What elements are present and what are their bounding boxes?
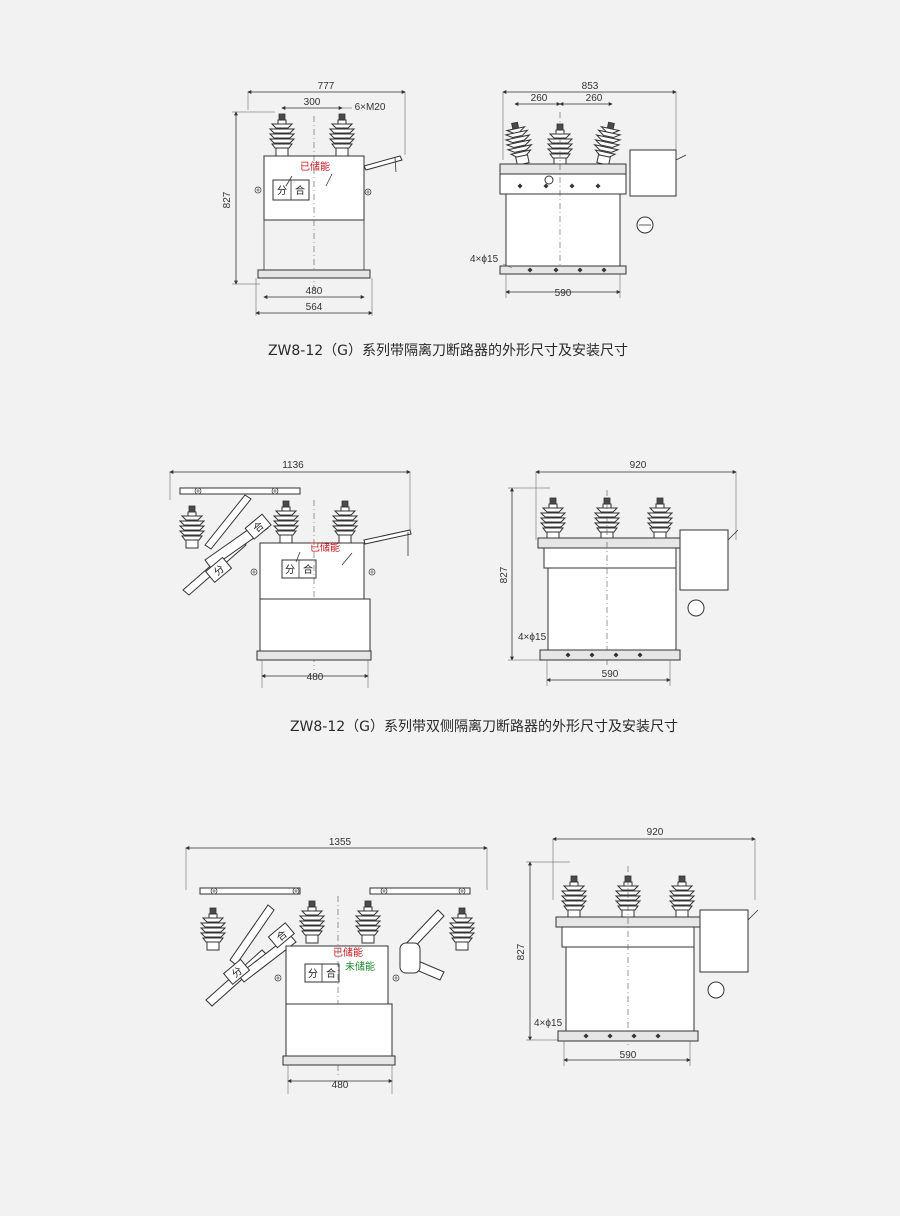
fig3-front-width-total: 1355	[329, 837, 352, 848]
fig3-side-view: 920 827 4×ϕ15 590	[516, 827, 759, 1066]
fig1-side-mount-span: 590	[555, 288, 572, 299]
fig3-uncharged-label: 未储能	[345, 960, 375, 973]
fig1-side-view: 853 260 260 4×ϕ15 590	[470, 81, 687, 299]
fig1-front-pitch: 300	[304, 97, 321, 108]
fig2-side-view: 920 827 4×ϕ15 590	[499, 460, 739, 686]
fig1-side-pitch-1: 260	[531, 93, 548, 104]
fig2-front-view: 1136 分 合 分 合 已储能	[169, 460, 412, 688]
fig1-side-pitch-2: 260	[586, 93, 603, 104]
fig2-side-mount-span: 590	[602, 669, 619, 680]
fig1-front-base-outer: 564	[306, 302, 323, 313]
fig3-open-label: 分	[308, 968, 318, 980]
fig3-side-mount-span: 590	[620, 1050, 637, 1061]
fig2-close-label: 合	[303, 563, 313, 576]
fig1-front-width-total: 777	[318, 81, 335, 92]
fig2-side-width-total: 920	[630, 460, 647, 471]
fig1-side-width-total: 853	[582, 81, 599, 92]
fig2-front-width-total: 1136	[282, 460, 304, 471]
fig2-open-label: 分	[285, 564, 295, 576]
fig2-caption: ZW8-12（G）系列带双侧隔离刀断路器的外形尺寸及安装尺寸	[290, 718, 678, 735]
fig2-side-mount-holes: 4×ϕ15	[518, 632, 547, 643]
fig1-front-height: 827	[222, 191, 233, 208]
fig2-side-height: 827	[499, 566, 510, 583]
fig2-front-base-inner: 480	[307, 672, 324, 683]
fig1-open-label: 分	[277, 185, 287, 197]
fig3-side-height: 827	[516, 943, 527, 960]
fig3-front-base-inner: 480	[332, 1080, 349, 1091]
fig1-side-mount-holes: 4×ϕ15	[470, 254, 499, 265]
fig1-front-bolt: 6×M20	[355, 102, 386, 113]
fig2-charged-label: 已储能	[310, 541, 340, 554]
fig3-charged-label: 已储能	[333, 946, 363, 959]
fig1-front-base-inner: 480	[306, 286, 323, 297]
fig3-close-label: 合	[326, 967, 336, 980]
fig1-front-view: 777 300 6×M20 827 分 合 已储能 4	[222, 81, 406, 316]
fig3-side-width-total: 920	[647, 827, 664, 838]
fig3-front-view: 1355 分 合 分 合 已储能 未储能	[185, 837, 488, 1094]
fig1-caption: ZW8-12（G）系列带隔离刀断路器的外形尺寸及安装尺寸	[268, 342, 628, 359]
fig1-close-label: 合	[295, 184, 305, 197]
fig1-charged-label: 已储能	[300, 160, 330, 173]
fig3-side-mount-holes: 4×ϕ15	[534, 1018, 563, 1029]
